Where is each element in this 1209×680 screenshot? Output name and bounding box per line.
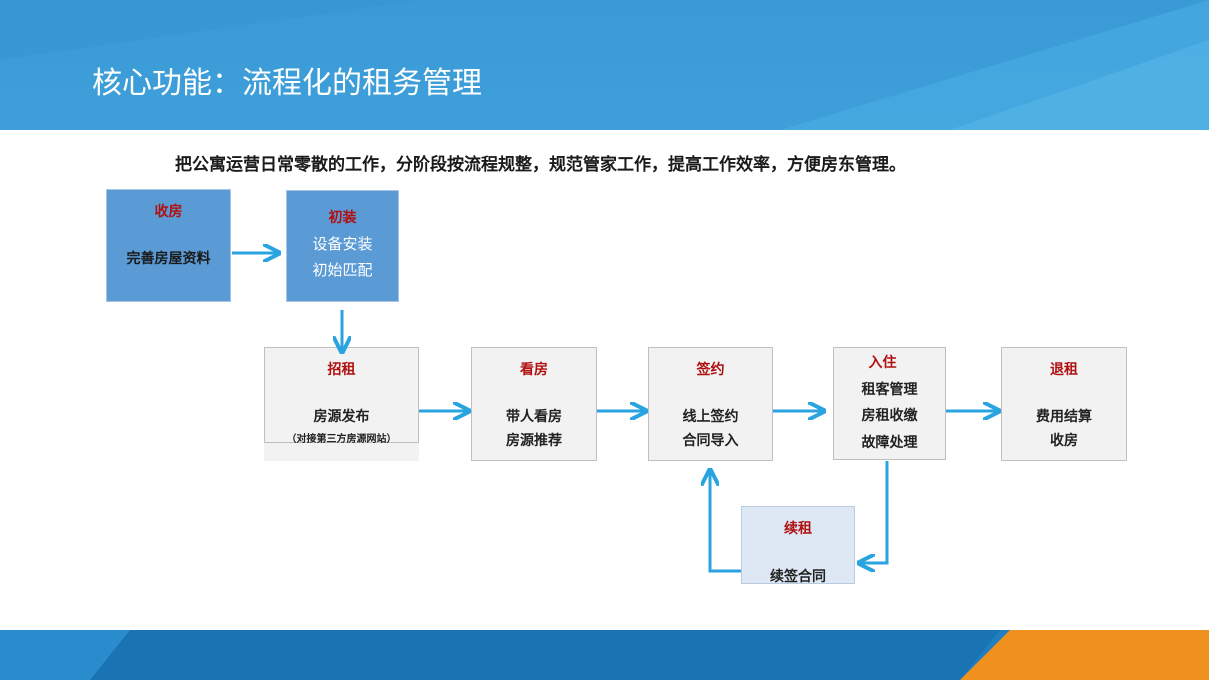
node-line: 房源推荐 bbox=[506, 433, 562, 449]
node-tuizu: 退租 费用结算 收房 bbox=[1001, 347, 1127, 461]
page-subtitle: 把公寓运营日常零散的工作，分阶段按流程规整，规范管家工作，提高工作效率，方便房东… bbox=[175, 155, 906, 175]
node-line: 房源发布 bbox=[313, 409, 370, 425]
header-decoration bbox=[0, 0, 1209, 130]
node-line: 收房 bbox=[1050, 433, 1078, 449]
arrow-xuzu-qianyue bbox=[710, 470, 741, 573]
header-banner: 核心功能：流程化的租务管理 bbox=[0, 0, 1209, 130]
node-qianyue: 签约 线上签约 合同导入 bbox=[648, 347, 773, 461]
node-line: 续签合同 bbox=[770, 569, 826, 585]
node-line: 设备安装 bbox=[312, 235, 373, 253]
node-title: 退租 bbox=[1050, 362, 1078, 378]
node-zhaozu: 招租 房源发布 （对接第三方房源网站） bbox=[264, 347, 419, 445]
node-line: 房租收缴 bbox=[861, 408, 918, 424]
page-title: 核心功能：流程化的租务管理 bbox=[92, 66, 482, 101]
node-line: 完善房屋资料 bbox=[126, 251, 211, 267]
node-title: 签约 bbox=[696, 362, 725, 378]
node-title: 招租 bbox=[327, 362, 356, 378]
node-chuzhuang: 初装 设备安装 初始匹配 bbox=[286, 190, 399, 302]
arrow-ruzhu-xuzu bbox=[859, 461, 889, 563]
node-line: 带人看房 bbox=[506, 409, 562, 425]
node-title: 入住 bbox=[868, 355, 897, 371]
node-xuzu: 续租 续签合同 bbox=[741, 506, 855, 585]
node-title: 续租 bbox=[784, 521, 812, 537]
node-zhaozu-extension bbox=[264, 443, 419, 461]
node-line: 费用结算 bbox=[1036, 409, 1092, 425]
node-line: 线上签约 bbox=[682, 409, 739, 425]
node-line: 合同导入 bbox=[682, 433, 739, 449]
node-note: （对接第三方房源网站） bbox=[286, 434, 397, 445]
footer-decoration bbox=[0, 630, 1209, 680]
node-title: 初装 bbox=[328, 210, 357, 226]
node-line: 初始匹配 bbox=[312, 261, 373, 279]
node-ruzhu: 入住 租客管理 房租收缴 故障处理 bbox=[833, 347, 946, 460]
node-line: 故障处理 bbox=[861, 435, 918, 451]
node-title: 收房 bbox=[154, 204, 183, 220]
node-shoufang: 收房 完善房屋资料 bbox=[106, 189, 231, 302]
node-line: 租客管理 bbox=[861, 382, 918, 398]
footer-banner bbox=[0, 630, 1209, 680]
node-kanfang: 看房 带人看房 房源推荐 bbox=[471, 347, 597, 461]
node-title: 看房 bbox=[520, 362, 548, 378]
